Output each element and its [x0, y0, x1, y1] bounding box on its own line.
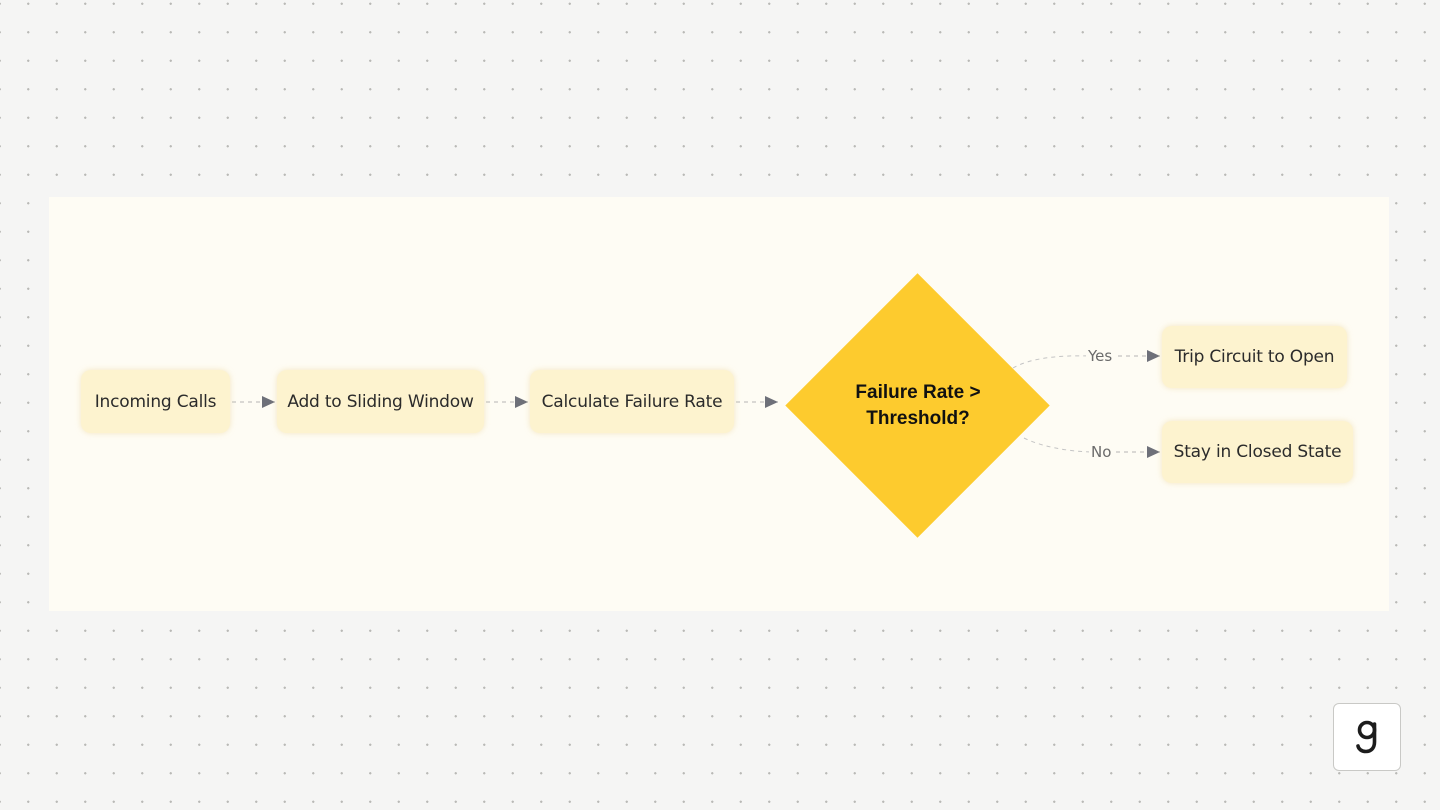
node-incoming-calls-label: Incoming Calls [94, 391, 217, 412]
edge-label-yes: Yes [1086, 347, 1115, 365]
brand-logo-g-icon [1356, 720, 1377, 754]
brand-logo-button[interactable] [1333, 703, 1401, 771]
node-calculate-failure-rate-label: Calculate Failure Rate [541, 391, 723, 412]
node-incoming-calls[interactable]: Incoming Calls [81, 370, 230, 433]
decision-label: Failure Rate > Threshold? [808, 380, 1028, 432]
node-trip-circuit-to-open-label: Trip Circuit to Open [1174, 347, 1335, 367]
node-stay-in-closed-state[interactable]: Stay in Closed State [1162, 421, 1353, 483]
node-trip-circuit-to-open[interactable]: Trip Circuit to Open [1162, 326, 1347, 388]
node-calculate-failure-rate[interactable]: Calculate Failure Rate [530, 370, 734, 433]
decision-label-line1: Failure Rate > [855, 382, 981, 403]
node-stay-in-closed-state-label: Stay in Closed State [1173, 442, 1342, 462]
node-add-to-sliding-window[interactable]: Add to Sliding Window [277, 370, 484, 433]
decision-label-line2: Threshold? [866, 408, 970, 429]
node-add-to-sliding-window-label: Add to Sliding Window [287, 391, 474, 412]
edge-label-no: No [1089, 443, 1114, 461]
